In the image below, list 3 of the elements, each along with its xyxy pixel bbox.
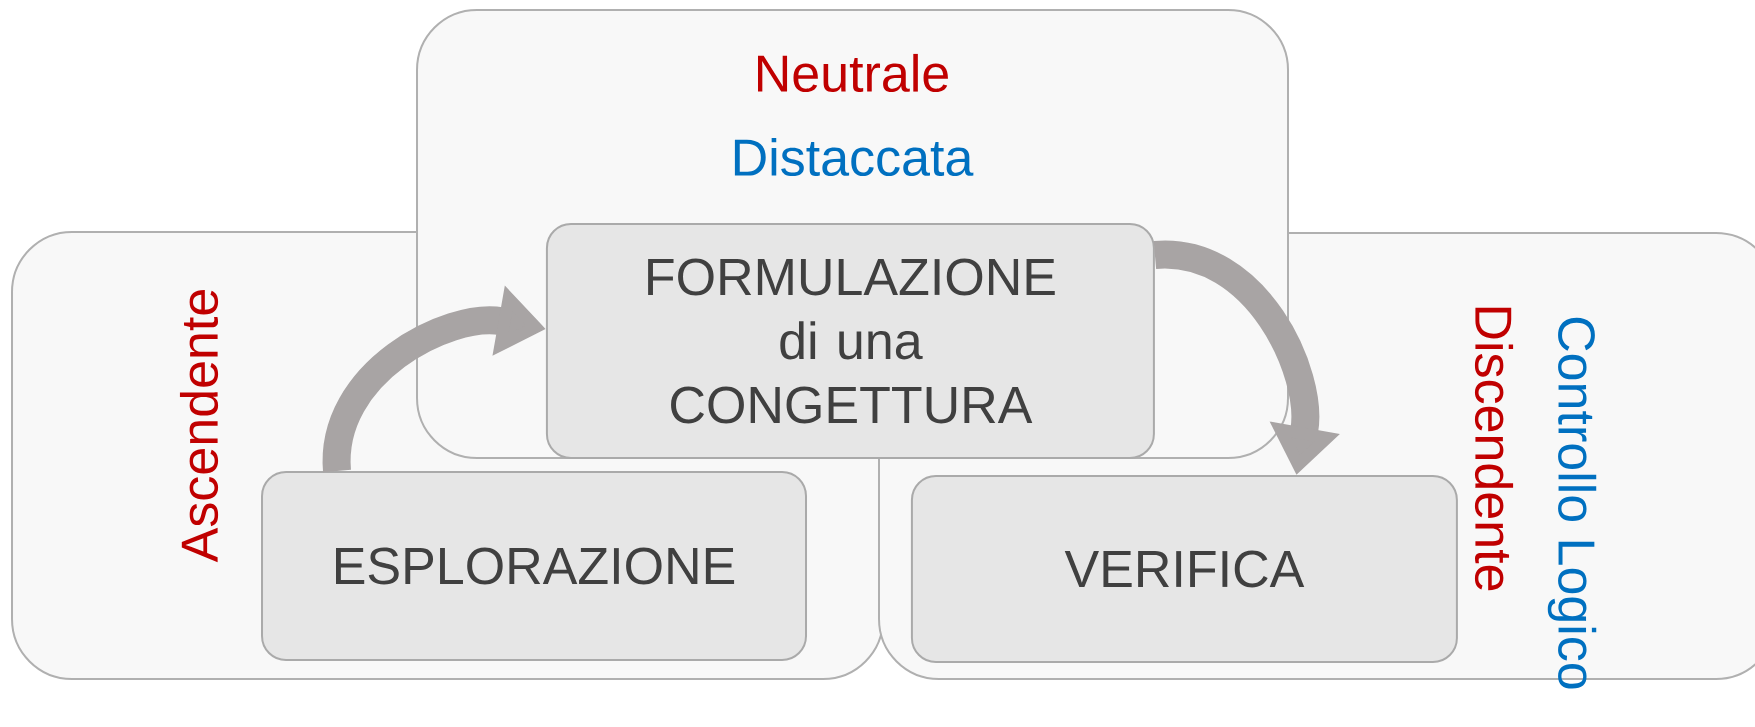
process-box: VERIFICA (910, 475, 1458, 663)
process-box: ESPLORAZIONE (261, 471, 807, 661)
process-box: FORMULAZIONE di una CONGETTURA (545, 223, 1155, 459)
